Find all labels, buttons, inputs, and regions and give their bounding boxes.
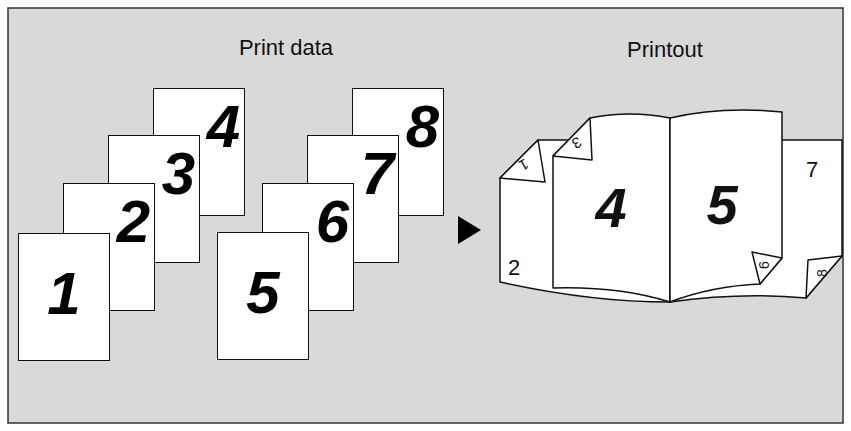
- corner-flap: [806, 256, 842, 298]
- page-number: 2: [508, 257, 520, 279]
- page-number: 1: [517, 156, 532, 173]
- section-heading: Printout: [627, 39, 703, 61]
- print-page: 1: [18, 233, 110, 361]
- section-heading: Print data: [239, 37, 333, 59]
- page-number: 7: [361, 144, 394, 204]
- page-number: 6: [757, 261, 771, 269]
- print-page: 5: [217, 232, 309, 360]
- booklet: [500, 110, 842, 302]
- page-number: 3: [162, 144, 195, 204]
- page-number: 5: [706, 177, 737, 233]
- page-number: 1: [47, 264, 80, 324]
- corner-flap: [752, 252, 782, 284]
- page-number: 3: [570, 134, 585, 151]
- corner-flap: [500, 140, 545, 182]
- flow-triangle: [458, 216, 481, 244]
- page-number: 8: [406, 97, 439, 157]
- page-number: 4: [207, 97, 240, 157]
- page-number: 5: [246, 263, 279, 323]
- panel-ground: [8, 8, 843, 423]
- page-number: 7: [806, 159, 818, 181]
- page-number: 4: [595, 180, 626, 236]
- right-front-page: [670, 110, 782, 302]
- page-number: 6: [316, 192, 349, 252]
- corner-flap: [553, 118, 592, 160]
- page-number: 8: [815, 269, 829, 277]
- page-number: 2: [117, 192, 150, 252]
- left-front-page: [553, 114, 670, 302]
